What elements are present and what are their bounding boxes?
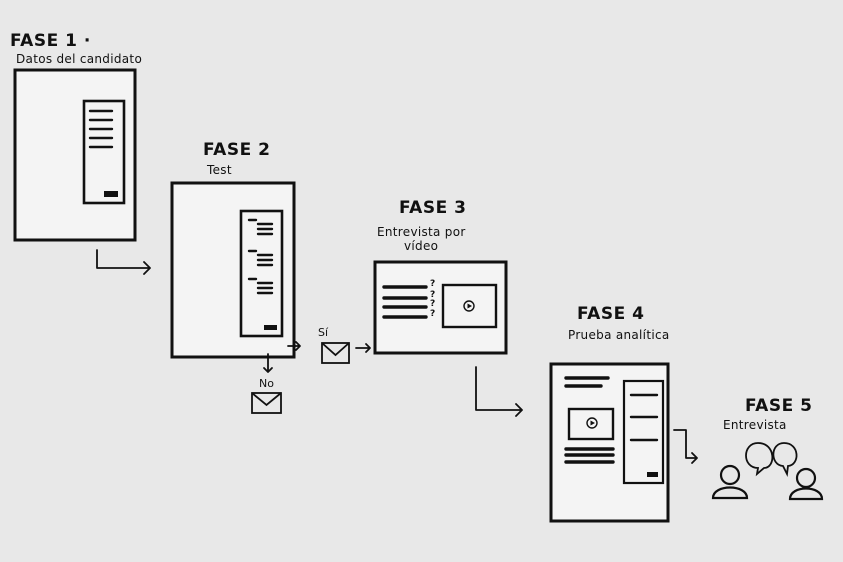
two-people-talking-icon xyxy=(711,442,824,501)
phase-5-subtitle: Entrevista xyxy=(723,418,787,432)
phase-3: FASE 3 Entrevista por vídeo ? ? ? ? xyxy=(373,198,523,417)
phase-3-subtitle-line2: vídeo xyxy=(404,239,438,253)
phase-4-content xyxy=(564,376,615,464)
phase-4-subtitle: Prueba analítica xyxy=(568,328,670,342)
phase-4: FASE 4 Prueba analítica xyxy=(549,304,698,523)
phase-4-document-frame xyxy=(549,362,670,523)
arrow-2-to-3 xyxy=(355,343,371,353)
envelope-icon xyxy=(321,342,350,364)
question-mark: ? xyxy=(430,299,435,309)
decision-no-label: No xyxy=(259,377,274,390)
phase-4-answer-panel xyxy=(622,379,665,485)
phase-5: FASE 5 Entrevista xyxy=(711,396,824,501)
phase-2-subtitle: Test xyxy=(206,163,232,177)
question-mark: ? xyxy=(430,309,435,319)
phase-1-title: FASE 1 · xyxy=(10,31,91,51)
video-player xyxy=(567,407,615,441)
phase-1-document-frame xyxy=(13,68,137,242)
phase-5-title: FASE 5 xyxy=(745,396,812,416)
phase-2-title: FASE 2 xyxy=(203,140,270,160)
phase-4-title: FASE 4 xyxy=(577,304,644,324)
decision-yes-label: Sí xyxy=(318,326,329,339)
question-mark: ? xyxy=(430,279,435,289)
phase-2-document-frame xyxy=(170,181,296,359)
phase-3-subtitle-line1: Entrevista por xyxy=(377,225,466,239)
play-button-icon xyxy=(463,300,475,312)
arrow-4-to-5 xyxy=(673,429,698,464)
arrow-yes xyxy=(287,341,301,351)
question-mark: ? xyxy=(430,290,435,300)
phase-2: FASE 2 Test Sí No xyxy=(170,140,371,414)
phase-3-title: FASE 3 xyxy=(399,198,466,218)
phase-1-subtitle: Datos del candidato xyxy=(16,52,142,66)
arrow-3-to-4 xyxy=(475,366,523,417)
submit-button-sketch xyxy=(104,191,118,197)
phase-1: FASE 1 · Datos del candidato xyxy=(10,31,151,275)
envelope-icon xyxy=(251,392,282,414)
arrow-1-to-2 xyxy=(96,249,151,275)
phase-3-question-list: ? ? ? ? xyxy=(382,279,435,319)
arrow-no xyxy=(263,353,273,373)
submit-button-sketch xyxy=(264,325,277,330)
phase-1-form-panel xyxy=(82,99,126,205)
phase-2-test-panel xyxy=(239,209,284,338)
submit-button-sketch xyxy=(647,472,658,477)
video-player xyxy=(441,283,498,329)
play-button-icon xyxy=(586,417,598,429)
